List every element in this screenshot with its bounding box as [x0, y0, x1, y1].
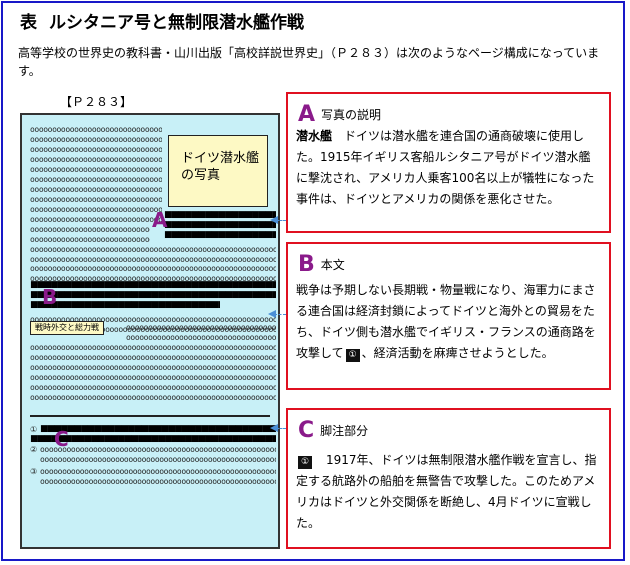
placeholder-text-row: oooooooooooooooooooooooooooooooooooooooo…	[30, 273, 276, 283]
placeholder-text-row: oooooooooooooooooooooooooooooooooooooooo…	[30, 205, 162, 214]
placeholder-text-row: oooooooooooooooooooooooooooooooooooooooo…	[126, 333, 276, 342]
placeholder-text-row: oooooooooooooooooooooooooooooooooooooooo…	[30, 165, 162, 174]
intro-text: 高等学校の世界史の教科書・山川出版「高校詳説世界史」（Ｐ２８３）は次のようなペー…	[18, 46, 600, 78]
callout-b-header: B 本文	[298, 252, 345, 277]
footnote-mark: ②	[30, 445, 37, 454]
marker-a: A	[152, 208, 168, 232]
footnote-divider	[30, 415, 270, 417]
placeholder-text-row: oooooooooooooooooooooooooooooooooooooooo…	[30, 325, 276, 334]
photo-placeholder: ドイツ潜水艦の写真	[168, 135, 268, 207]
placeholder-text-row: oooooooooooooooooooooooooooooooooooooooo…	[30, 125, 162, 134]
note-1-marker: ①	[298, 456, 312, 469]
page-title: 表ルシタニア号と無制限潜水艦作戦	[20, 8, 304, 33]
placeholder-text-row: oooooooooooooooooooooooooooooooooooooooo…	[30, 225, 150, 234]
placeholder-text-row: oooooooooooooooooooooooooooooooooooooooo…	[30, 315, 276, 324]
placeholder-text-row: oooooooooooooooooooooooooooooooooooooooo…	[40, 467, 276, 476]
marker-c: C	[54, 427, 69, 451]
caption-squares-row: ■■■■■■■■■■■■■■■■■■■■■■■■■■■■■■	[164, 231, 276, 240]
title-mark: 表	[20, 13, 37, 33]
callout-a-term: 潜水艦	[296, 129, 333, 143]
placeholder-text-row: oooooooooooooooooooooooooooooooooooooooo…	[30, 363, 276, 372]
caption-squares-row: ■■■■■■■■■■■■■■■■■■■■■■■■■■■■■■	[164, 211, 276, 220]
callout-a-heading: 写真の説明	[321, 108, 382, 122]
callout-c-header: C 脚注部分	[298, 418, 368, 443]
callout-a-header: A 写真の説明	[298, 102, 381, 127]
footnote-squares-row: ■■■■■■■■■■■■■■■■■■■■■■■■■■■■■■■■■■■■■■■■…	[30, 435, 276, 444]
callout-b-heading: 本文	[320, 258, 345, 272]
placeholder-text-row: oooooooooooooooooooooooooooooooooooooooo…	[40, 477, 276, 486]
page-label: 【Ｐ２８３】	[60, 95, 133, 109]
callout-b: B 本文 戦争は予期しない長期戦・物量戦になり、海軍力にまさる連合国は経済封鎖によ…	[286, 242, 611, 390]
note-1-marker: ①	[345, 349, 360, 362]
placeholder-text-row: oooooooooooooooooooooooooooooooooooooooo…	[30, 393, 276, 402]
callout-c-letter: C	[298, 418, 315, 443]
arrowhead-a-icon	[270, 216, 278, 224]
callout-a-body: 潜水艦 ドイツは潜水艦を連合国の通商破壊に使用した。1915年イギリス客船ルシタ…	[296, 126, 601, 210]
caption-squares-row: ■■■■■■■■■■■■■■■■■■■■■■■■■■■■■■	[164, 221, 276, 230]
callout-c-text: 1917年、ドイツは無制限潜水艦作戦を宣言し、指定する航路外の船舶を無警告で攻撃…	[296, 453, 597, 530]
callout-b-text-after: 、経済活動を麻痺させようとした。	[361, 346, 554, 360]
placeholder-text-row: oooooooooooooooooooooooooooooooooooooooo…	[40, 455, 276, 464]
footnote-mark: ③	[30, 467, 37, 476]
body-squares-row: ■■■■■■■■■■■■■■■■■■■■■■■■■■■■■■■■■■■■■■■■…	[30, 301, 220, 310]
arrowhead-c-icon	[270, 424, 278, 432]
arrowhead-b-icon	[268, 310, 276, 318]
placeholder-text-row: oooooooooooooooooooooooooooooooooooooooo…	[30, 353, 276, 362]
footnote-mark: ①	[30, 425, 37, 434]
placeholder-text-row: oooooooooooooooooooooooooooooooooooooooo…	[30, 343, 276, 352]
placeholder-text-row: oooooooooooooooooooooooooooooooooooooooo…	[126, 323, 276, 332]
placeholder-text-row: oooooooooooooooooooooooooooooooooooooooo…	[30, 185, 162, 194]
callout-c-heading: 脚注部分	[320, 424, 369, 438]
callout-a: A 写真の説明 潜水艦 ドイツは潜水艦を連合国の通商破壊に使用した。1915年イギ…	[286, 92, 611, 233]
callout-a-text: ドイツは潜水艦を連合国の通商破壊に使用した。1915年イギリス客船ルシタニア号が…	[296, 129, 595, 206]
placeholder-text-row: oooooooooooooooooooooooooooooooooooooooo…	[30, 254, 276, 264]
footnote-squares-row: ■■■■■■■■■■■■■■■■■■■■■■■■■■■■■■■■■■■■■■■■…	[40, 425, 276, 434]
placeholder-text-row: oooooooooooooooooooooooooooooooooooooooo…	[30, 135, 162, 144]
callout-b-letter: B	[298, 252, 315, 277]
placeholder-text-row: oooooooooooooooooooooooooooooooooooooooo…	[30, 215, 162, 224]
placeholder-text-row: oooooooooooooooooooooooooooooooooooooooo…	[30, 245, 276, 254]
placeholder-text-row: oooooooooooooooooooooooooooooooooooooooo…	[30, 264, 276, 273]
placeholder-text-row: oooooooooooooooooooooooooooooooooooooooo…	[30, 175, 162, 184]
photo-label: ドイツ潜水艦の写真	[181, 151, 260, 183]
connector-a	[276, 220, 286, 221]
placeholder-text-row: oooooooooooooooooooooooooooooooooooooooo…	[30, 145, 162, 154]
placeholder-text-row: oooooooooooooooooooooooooooooooooooooooo…	[40, 445, 276, 454]
placeholder-text-row: oooooooooooooooooooooooooooooooooooooooo…	[30, 155, 162, 164]
marker-b: B	[42, 285, 58, 309]
placeholder-text-row: oooooooooooooooooooooooooooooooooooooooo…	[30, 235, 150, 244]
body-squares-row: ■■■■■■■■■■■■■■■■■■■■■■■■■■■■■■■■■■■■■■■■…	[30, 281, 276, 290]
connector-b	[274, 314, 286, 315]
callout-b-body: 戦争は予期しない長期戦・物量戦になり、海軍力にまさる連合国は経済封鎖によってドイ…	[296, 280, 601, 364]
callout-a-letter: A	[298, 102, 316, 127]
placeholder-text-row: oooooooooooooooooooooooooooooooooooooooo…	[30, 383, 276, 392]
section-tag: 戦時外交と総力戦	[30, 321, 104, 335]
placeholder-text-row: oooooooooooooooooooooooooooooooooooooooo…	[30, 373, 276, 382]
callout-c-body: ① 1917年、ドイツは無制限潜水艦作戦を宣言し、指定する航路外の船舶を無警告で…	[296, 450, 601, 534]
callout-c: C 脚注部分 ① 1917年、ドイツは無制限潜水艦作戦を宣言し、指定する航路外の船…	[286, 408, 611, 549]
callout-b-text-before: 戦争は予期しない長期戦・物量戦になり、海軍力にまさる連合国は経済封鎖によってドイ…	[296, 283, 596, 360]
body-squares-row: ■■■■■■■■■■■■■■■■■■■■■■■■■■■■■■■■■■■■■■■■…	[30, 291, 276, 300]
placeholder-text-row: oooooooooooooooooooooooooooooooooooooooo…	[30, 195, 162, 204]
connector-c	[276, 428, 286, 429]
title-text: ルシタニア号と無制限潜水艦作戦	[49, 13, 304, 33]
